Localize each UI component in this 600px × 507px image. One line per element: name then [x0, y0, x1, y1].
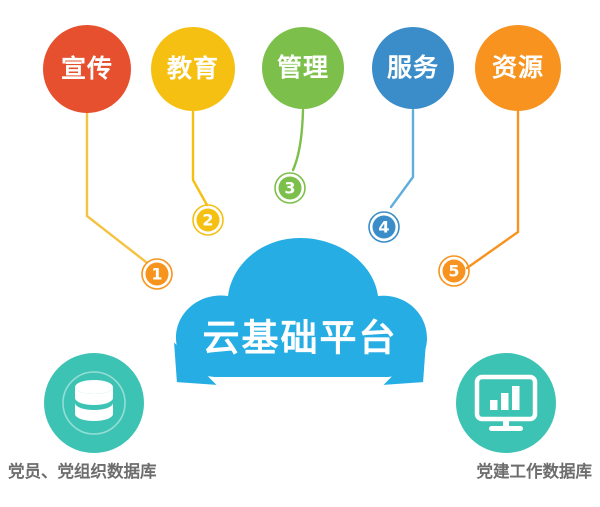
- cloud-shape: [176, 238, 427, 377]
- badge-ring-4: [368, 211, 400, 243]
- node-label-5: 资源: [492, 53, 544, 82]
- badge-4[interactable]: 4: [368, 211, 400, 243]
- badge-number-5: 5: [448, 262, 459, 281]
- badge-ring-5: [438, 255, 470, 287]
- top-node-3[interactable]: 管理: [262, 27, 344, 109]
- badge-3[interactable]: 3: [274, 172, 306, 204]
- database-inner-ring-left: [62, 371, 126, 435]
- cloud-group: 云基础平台: [174, 238, 427, 385]
- cloud-title: 云基础平台: [203, 317, 398, 360]
- node-label-2: 教育: [167, 54, 219, 83]
- badge-number-2: 2: [202, 211, 213, 230]
- connector-line-1: [85, 106, 148, 264]
- top-node-5[interactable]: 资源: [475, 25, 561, 111]
- badge-2[interactable]: 2: [192, 204, 224, 236]
- connector-line-2: [191, 106, 209, 207]
- node-circle-2[interactable]: [151, 27, 235, 111]
- badge-number-3: 3: [284, 179, 295, 198]
- badge-fill-3[interactable]: [278, 176, 302, 200]
- badge-number-4: 4: [378, 218, 389, 237]
- badge-5[interactable]: 5: [438, 255, 470, 287]
- node-label-1: 宣传: [61, 54, 113, 83]
- database-caption-right: 党建工作数据库: [477, 461, 593, 481]
- badge-ring-1: [141, 258, 173, 290]
- badge-number-1: 1: [151, 265, 162, 284]
- database-cylinder-icon: [75, 380, 113, 421]
- badge-fill-1[interactable]: [145, 262, 169, 286]
- node-circle-3[interactable]: [262, 27, 344, 109]
- database-node-right[interactable]: 党建工作数据库: [456, 353, 593, 481]
- node-circle-1[interactable]: [43, 25, 131, 113]
- badge-fill-4[interactable]: [372, 215, 396, 239]
- connector-line-5: [465, 108, 520, 270]
- monitor-bar-chart-icon: [474, 374, 538, 431]
- badge-ring-2: [192, 204, 224, 236]
- badge-fill-5[interactable]: [442, 259, 466, 283]
- badge-fill-2[interactable]: [196, 208, 220, 232]
- connector-lines: [85, 106, 520, 270]
- node-circle-4[interactable]: [372, 27, 454, 109]
- top-node-2[interactable]: 教育: [151, 27, 235, 111]
- top-node-4[interactable]: 服务: [372, 27, 454, 109]
- badge-ring-3: [274, 172, 306, 204]
- badge-1[interactable]: 1: [141, 258, 173, 290]
- database-caption-left: 党员、党组织数据库: [8, 461, 157, 481]
- node-label-4: 服务: [387, 53, 439, 82]
- database-node-left[interactable]: 党员、党组织数据库: [8, 353, 157, 481]
- top-node-1[interactable]: 宣传: [43, 25, 131, 113]
- node-circle-5[interactable]: [475, 25, 561, 111]
- connector-line-3: [291, 108, 305, 172]
- connector-line-4: [389, 108, 415, 209]
- node-label-3: 管理: [277, 53, 329, 82]
